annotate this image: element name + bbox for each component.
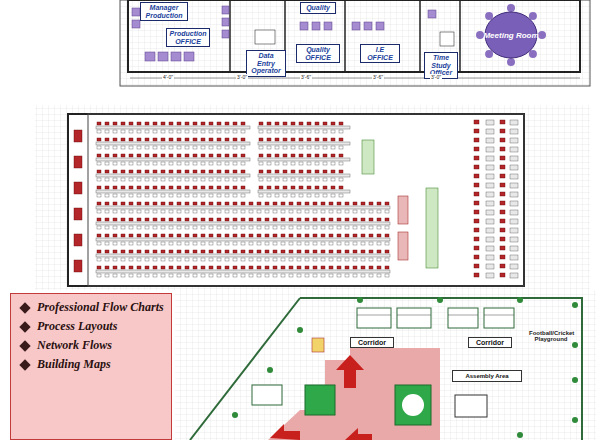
node-text: Corridor [476, 339, 504, 346]
meeting-room: Meeting Room [476, 4, 546, 66]
assembly-area: Assembly Area [452, 370, 522, 382]
dimension-label: 3'-0" [430, 74, 442, 80]
dimension-label: 4'-0" [162, 74, 174, 80]
area-label: Football/Cricket Playground [528, 330, 574, 342]
corridor-label: Corridor [350, 337, 394, 348]
node-text: Network Flows [37, 338, 112, 353]
node-text: Production OFFICE [170, 30, 207, 45]
node-text: Assembly Area [465, 373, 508, 379]
node-text: Quality OFFICE [300, 46, 336, 61]
node-text: Manager Production [144, 4, 184, 19]
office-label: Quality OFFICE [296, 44, 340, 63]
services-box: Professional Flow ChartsProcess LayoutsN… [10, 293, 172, 440]
office-label: I.E OFFICE [360, 44, 400, 63]
node-text: Meeting Room [483, 31, 538, 40]
node-text: Building Maps [37, 357, 111, 372]
node-text: Corridor [358, 339, 386, 346]
dimension-label: 3'-6" [372, 74, 384, 80]
office-label: Manager Production [140, 2, 188, 21]
dimension-label: 3'-0" [236, 74, 248, 80]
office-label: Data Entry Operator [246, 50, 286, 77]
corridor-label: Corridor [468, 337, 512, 348]
dimension-label: 3'-6" [300, 74, 312, 80]
office-label: Production OFFICE [166, 28, 210, 47]
node-text: Quality [306, 4, 330, 12]
node-text: Professional Flow Charts [37, 300, 164, 315]
office-label: Quality [300, 2, 336, 14]
node-text: Process Layouts [37, 319, 117, 334]
node-text: I.E OFFICE [364, 46, 396, 61]
node-text: Data Entry Operator [250, 52, 282, 75]
